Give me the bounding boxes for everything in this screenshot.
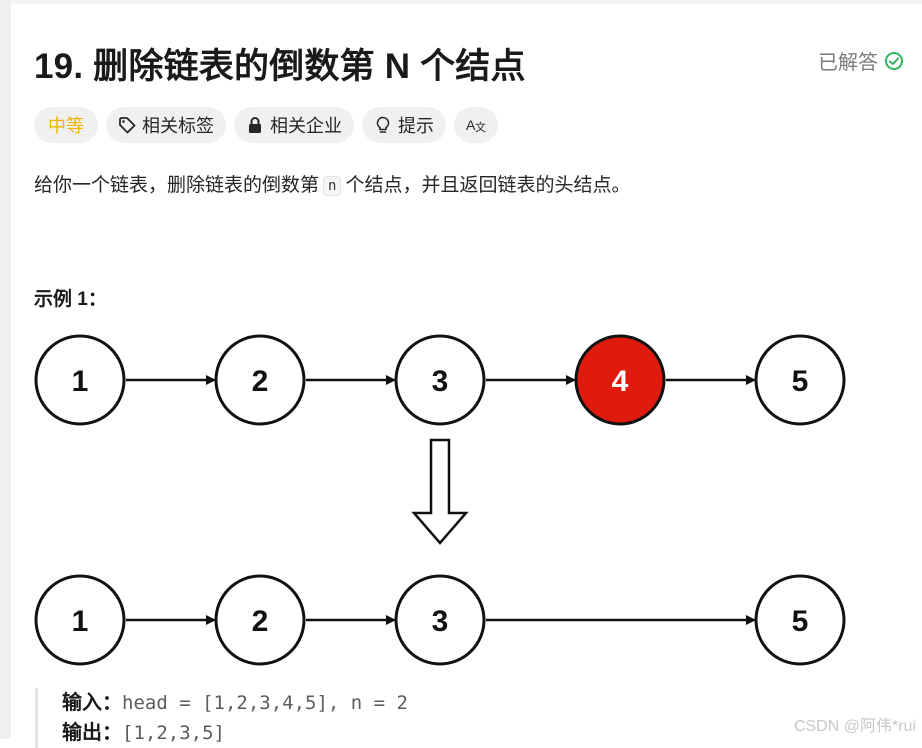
description-text-1: 给你一个链表，删除链表的倒数第 <box>34 175 320 196</box>
top-node-2-label: 2 <box>252 365 269 398</box>
top-node-2: 2 <box>214 334 306 426</box>
input-value: head = [1,2,3,4,5], n = 2 <box>122 692 408 714</box>
bottom-node-3-label: 3 <box>432 605 449 638</box>
example-input-line: 输入：head = [1,2,3,4,5], n = 2 <box>62 688 408 718</box>
bottom-node-2-label: 2 <box>252 605 269 638</box>
svg-text:A: A <box>466 117 476 133</box>
example-title: 示例 1： <box>34 289 107 310</box>
watermark: CSDN @阿伟*rui <box>793 718 916 735</box>
lock-icon <box>249 117 261 133</box>
top-node-4-label: 4 <box>612 365 629 398</box>
top-node-1-label: 1 <box>72 365 89 398</box>
tag-icon <box>119 117 136 134</box>
check-circle-icon <box>885 51 903 70</box>
bottom-node-3: 3 <box>394 574 486 666</box>
difficulty-label: 中等 <box>48 116 84 136</box>
top-node-4-removed: 4 <box>574 334 666 426</box>
left-panel-edge <box>0 0 11 739</box>
bottom-node-1-label: 1 <box>72 605 89 638</box>
problem-title: 19. 删除链表的倒数第 N 个结点 <box>34 47 526 86</box>
solved-status: 已解答 <box>818 46 904 75</box>
svg-text:文: 文 <box>475 120 486 134</box>
tag-bar: 中等 相关标签 相关企业 提示 A 文 <box>34 107 498 143</box>
translate-icon: A 文 <box>466 117 486 134</box>
output-value: [1,2,3,5] <box>122 722 225 744</box>
translate-button[interactable]: A 文 <box>454 107 498 143</box>
linked-list-diagram: 1 2 3 4 5 1 2 3 5 <box>34 334 846 666</box>
bottom-node-5: 5 <box>754 574 846 666</box>
top-node-5: 5 <box>754 334 846 426</box>
related-companies-button[interactable]: 相关企业 <box>234 107 354 143</box>
top-edge <box>11 0 922 4</box>
bottom-node-1: 1 <box>34 574 126 666</box>
output-label: 输出： <box>62 722 122 744</box>
example-output-line: 输出：[1,2,3,5] <box>62 718 408 748</box>
related-tags-label: 相关标签 <box>142 116 214 136</box>
solved-label: 已解答 <box>818 52 878 74</box>
example-io-block: 输入：head = [1,2,3,4,5], n = 2 输出：[1,2,3,5… <box>35 688 408 748</box>
lightbulb-icon <box>376 116 390 133</box>
top-node-5-label: 5 <box>792 365 809 398</box>
bottom-node-5-label: 5 <box>792 605 809 638</box>
top-node-3: 3 <box>394 334 486 426</box>
difficulty-badge[interactable]: 中等 <box>34 107 98 143</box>
bottom-node-2: 2 <box>214 574 306 666</box>
inline-code-n: n <box>323 176 342 196</box>
related-companies-label: 相关企业 <box>270 116 342 136</box>
hint-button[interactable]: 提示 <box>362 107 446 143</box>
hint-label: 提示 <box>398 116 434 136</box>
input-label: 输入： <box>62 692 122 714</box>
description-text-2: 个结点，并且返回链表的头结点。 <box>345 175 631 196</box>
top-node-3-label: 3 <box>432 365 449 398</box>
down-arrow-icon <box>411 438 469 545</box>
related-tags-button[interactable]: 相关标签 <box>106 107 226 143</box>
top-node-1: 1 <box>34 334 126 426</box>
